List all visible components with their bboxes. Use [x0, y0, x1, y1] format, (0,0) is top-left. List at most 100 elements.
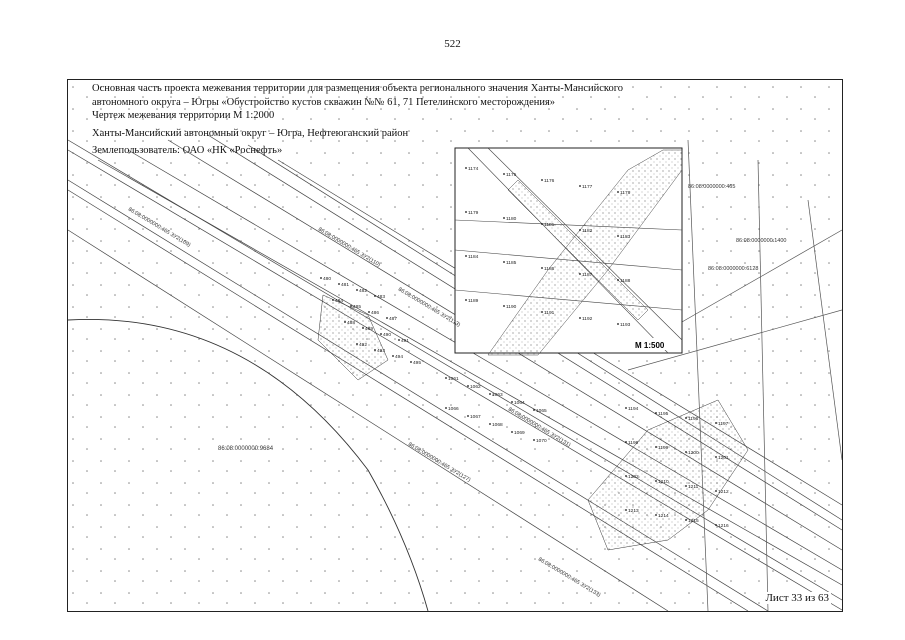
point-marker — [579, 229, 581, 231]
point-marker — [445, 407, 447, 409]
point-number: 1201 — [718, 455, 729, 461]
point-number: 1067 — [470, 414, 481, 420]
point-number: 1196 — [688, 416, 699, 422]
point-marker — [685, 519, 687, 521]
point-number: 1198 — [628, 440, 639, 446]
point-marker — [368, 311, 370, 313]
point-number: 1181 — [544, 222, 555, 228]
point-marker — [617, 235, 619, 237]
point-number: 1195 — [658, 411, 669, 417]
point-number: 1202 — [628, 474, 639, 480]
point-number: 1213 — [628, 508, 639, 514]
point-marker — [380, 333, 382, 335]
point-number: 490 — [383, 332, 391, 338]
point-number: 1064 — [514, 400, 525, 406]
point-marker — [374, 349, 376, 351]
point-marker — [625, 475, 627, 477]
point-marker — [465, 255, 467, 257]
point-number: 484 — [335, 298, 343, 304]
point-marker — [579, 185, 581, 187]
page-number: 522 — [444, 38, 461, 50]
point-number-labels: 4804814824834844854864874884894904914924… — [320, 166, 729, 529]
point-number: 1179 — [468, 210, 479, 216]
point-number: 1189 — [468, 298, 479, 304]
point-marker — [617, 191, 619, 193]
point-marker — [541, 267, 543, 269]
point-marker — [503, 173, 505, 175]
point-number: 487 — [389, 316, 397, 322]
point-number: 489 — [365, 326, 373, 332]
point-number: 1193 — [620, 322, 631, 328]
pad-area-2 — [587, 399, 749, 551]
point-marker — [541, 223, 543, 225]
point-marker — [685, 485, 687, 487]
point-number: 1184 — [468, 254, 479, 260]
point-marker — [715, 490, 717, 492]
point-marker — [541, 179, 543, 181]
point-number: 482 — [359, 288, 367, 294]
point-number: 492 — [359, 342, 367, 348]
point-marker — [617, 279, 619, 281]
point-number: 1070 — [536, 438, 547, 444]
point-marker — [374, 295, 376, 297]
point-marker — [398, 339, 400, 341]
point-marker — [467, 385, 469, 387]
drawing-frame — [67, 79, 843, 612]
point-number: 1211 — [688, 484, 699, 490]
point-number: 1068 — [492, 422, 503, 428]
point-number: 1061 — [448, 376, 459, 382]
point-marker — [350, 305, 352, 307]
point-number: 1185 — [506, 260, 517, 266]
header-line-4: Ханты-Мансийский автономный округ – Югра… — [92, 127, 409, 139]
point-number: 1176 — [544, 178, 555, 184]
point-marker — [320, 277, 322, 279]
sheet-number: Лист 33 из 63 — [763, 592, 831, 604]
header-line-1: Основная часть проекта межевания террито… — [92, 83, 623, 94]
point-marker — [625, 441, 627, 443]
point-number: 488 — [347, 320, 355, 326]
header-line-2: автономного округа – Югры «Обустройство … — [92, 96, 556, 108]
point-number: 495 — [413, 360, 421, 366]
point-marker — [579, 273, 581, 275]
point-number: 1197 — [718, 421, 729, 427]
point-marker — [715, 456, 717, 458]
point-marker — [386, 317, 388, 319]
header-line-3: Чертеж межевания территории М 1:2000 — [92, 110, 275, 121]
point-number: 491 — [401, 338, 409, 344]
point-number: 1214 — [658, 513, 669, 519]
point-marker — [465, 211, 467, 213]
boundary-curve — [68, 318, 429, 611]
point-number: 493 — [377, 348, 385, 354]
point-number: 485 — [353, 304, 361, 310]
point-number: 1194 — [628, 406, 639, 412]
point-number: 1180 — [506, 216, 517, 222]
point-marker — [338, 283, 340, 285]
point-number: 1188 — [620, 278, 631, 284]
point-number: 1062 — [470, 384, 481, 390]
parcel-label-main: 86:08:0000000:9684 — [218, 446, 274, 452]
point-marker — [579, 317, 581, 319]
point-number: 1183 — [620, 234, 631, 240]
point-marker — [356, 289, 358, 291]
point-number: 1178 — [620, 190, 631, 196]
point-marker — [465, 167, 467, 169]
point-marker — [533, 439, 535, 441]
point-number: 1215 — [688, 518, 699, 524]
pad-area-1 — [317, 294, 389, 381]
point-number: 1186 — [544, 266, 555, 272]
point-number: 1192 — [582, 316, 593, 322]
parcel-label-right2: 86:08:0000000:6128 — [708, 266, 758, 272]
point-marker — [503, 217, 505, 219]
point-marker — [655, 480, 657, 482]
point-marker — [410, 361, 412, 363]
point-number: 486 — [371, 310, 379, 316]
point-marker — [392, 355, 394, 357]
point-number: 1175 — [506, 172, 517, 178]
point-number: 494 — [395, 354, 403, 360]
point-number: 483 — [377, 294, 385, 300]
point-marker — [511, 431, 513, 433]
point-marker — [467, 415, 469, 417]
point-marker — [465, 299, 467, 301]
point-marker — [685, 417, 687, 419]
point-number: 1199 — [658, 445, 669, 451]
